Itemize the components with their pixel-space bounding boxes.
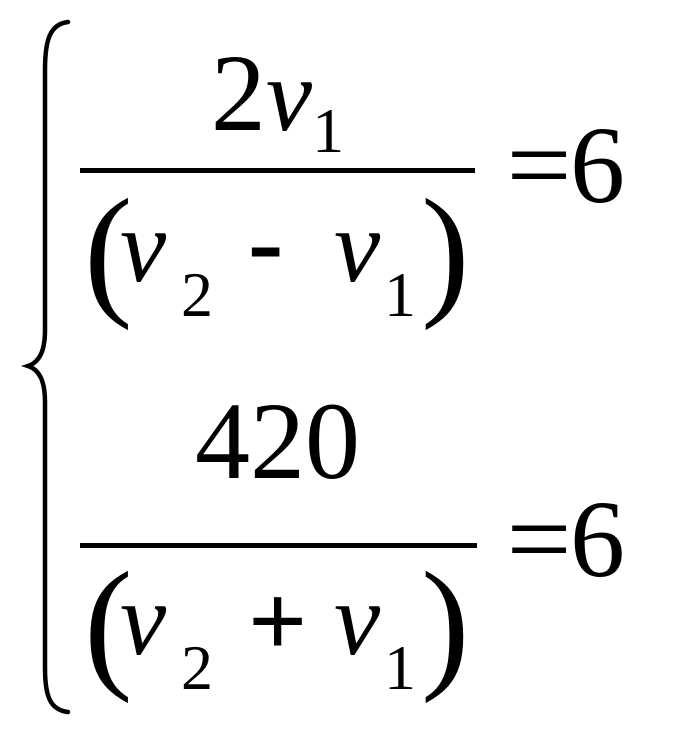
equation-2-denominator: ( v 2 + v 1 ) — [84, 542, 474, 704]
close-paren: ) — [421, 542, 470, 704]
left-curly-brace — [20, 19, 71, 715]
equation-1: 2v1 ( v 2 - v 1 ) =6 — [0, 0, 682, 360]
denominator-variable-a: v — [120, 189, 167, 304]
denominator-subscript-b: 1 — [384, 259, 416, 330]
equation-1-denominator: ( v 2 - v 1 ) — [84, 169, 474, 331]
equation-2: 420 ( v 2 + v 1 ) =6 — [0, 360, 682, 720]
denominator-subscript-b: 1 — [384, 632, 416, 703]
equals-sign: = — [506, 104, 572, 226]
denominator-variable-a: v — [120, 562, 167, 677]
equation-1-numerator: 2v1 — [80, 38, 475, 163]
equation-2-fraction-bar — [80, 543, 477, 548]
equation-1-fraction-bar — [80, 168, 475, 173]
denominator-subscript-a: 2 — [181, 632, 213, 703]
equation-2-rhs: =6 — [506, 478, 626, 600]
rhs-value: 6 — [570, 478, 626, 600]
open-paren: ( — [84, 542, 133, 704]
equals-sign: = — [506, 478, 572, 600]
numerator-coefficient: 2 — [210, 32, 266, 154]
minus-operator: - — [248, 183, 284, 300]
denominator-subscript-a: 2 — [181, 259, 213, 330]
close-paren: ) — [421, 169, 470, 331]
numerator-value: 420 — [195, 380, 360, 502]
rhs-value: 6 — [570, 104, 626, 226]
denominator-variable-b: v — [334, 562, 381, 677]
denominator-variable-b: v — [334, 189, 381, 304]
equation-1-rhs: =6 — [506, 104, 626, 226]
open-paren: ( — [84, 169, 133, 331]
equation-2-numerator: 420 — [80, 386, 475, 496]
plus-operator: + — [248, 564, 308, 679]
numerator-subscript: 1 — [312, 95, 345, 166]
numerator-variable: v — [265, 38, 313, 153]
